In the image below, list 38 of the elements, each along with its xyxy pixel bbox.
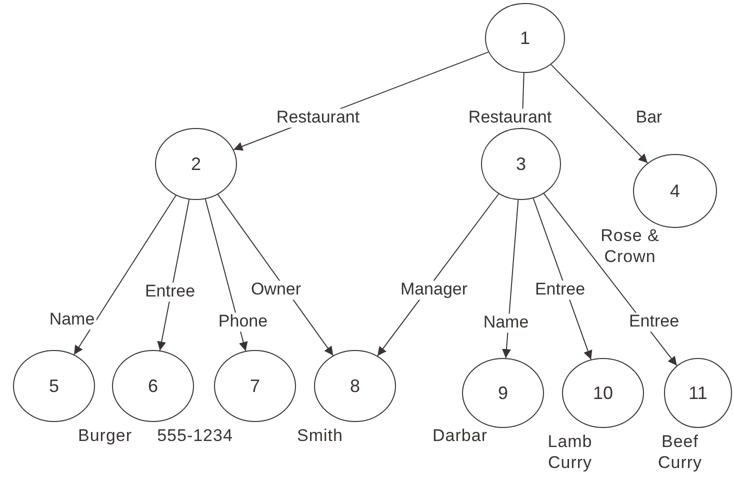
node-caption: Lamb Curry — [546, 431, 594, 474]
node-number: 3 — [516, 155, 526, 173]
node-caption: Beef Curry — [656, 431, 704, 474]
node-ellipse — [462, 358, 544, 428]
arrow — [532, 198, 592, 360]
node-ellipse — [485, 3, 565, 73]
node-ellipse — [314, 350, 396, 422]
node-number: 2 — [190, 155, 201, 173]
arrow — [550, 64, 648, 164]
arrow — [157, 199, 190, 351]
arrow — [217, 194, 334, 356]
node-number: 10 — [592, 384, 614, 402]
node-caption: Burger — [76, 425, 134, 446]
node-caption: 555-1234 — [156, 425, 234, 446]
node-caption: Darbar — [432, 425, 488, 446]
node-number: 4 — [670, 182, 680, 200]
node-ellipse — [633, 154, 717, 228]
node-number: 11 — [688, 384, 708, 402]
node-caption: Rose & Crown — [600, 225, 660, 268]
arrow — [543, 193, 678, 366]
node-ellipse — [13, 350, 95, 422]
arrow — [74, 194, 176, 356]
node-ellipse — [155, 128, 237, 200]
arrow — [377, 193, 500, 356]
node-ellipse — [112, 350, 194, 422]
node-number: 6 — [148, 377, 158, 395]
node-number: 8 — [350, 377, 360, 395]
node-ellipse — [562, 358, 644, 428]
node-number: 5 — [48, 377, 59, 395]
arrow — [502, 199, 519, 359]
edge-label: Owner — [248, 280, 304, 300]
node-number: 9 — [498, 384, 508, 402]
node-ellipse — [481, 128, 561, 200]
node-number: 7 — [250, 377, 260, 395]
node-ellipse — [214, 350, 296, 422]
node-number: 1 — [520, 29, 530, 47]
node-caption: Smith — [296, 425, 344, 446]
node-ellipse — [664, 358, 732, 428]
